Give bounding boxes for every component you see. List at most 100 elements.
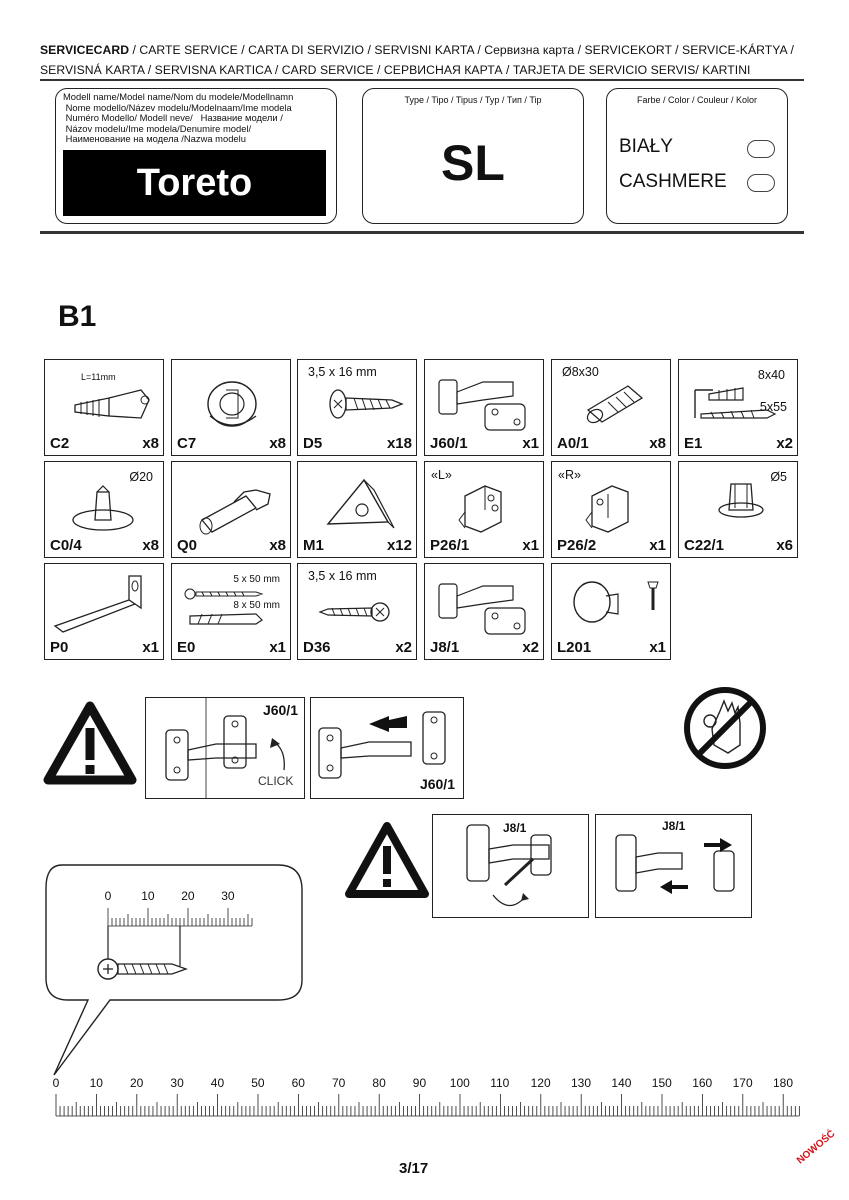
- part-quantity: x8: [142, 435, 159, 452]
- callout-ruler: [107, 908, 253, 927]
- part-quantity: x1: [142, 639, 159, 656]
- part-quantity: x1: [649, 639, 666, 656]
- callout-ruler-label: 30: [221, 889, 235, 903]
- warning-triangle-icon: [43, 701, 137, 785]
- part-spec-secondary: 8 x 50 mm: [233, 600, 280, 611]
- washer-screw-icon: [318, 602, 390, 622]
- callout-ruler-label: 20: [181, 889, 195, 903]
- bumper-icon: [718, 483, 764, 518]
- part-spec: 3,5 x 16 mm: [308, 569, 377, 583]
- part-code: P0: [50, 639, 69, 656]
- part-spec: «L»: [431, 468, 452, 482]
- hinge-screwdriver-icon: [466, 824, 552, 907]
- main-ruler-label: 130: [571, 1076, 592, 1090]
- click-text: CLICK: [258, 774, 294, 788]
- part-cell-j60-1: J60/1 x1: [424, 359, 544, 456]
- header-servicecard-bold: SERVICECARD: [40, 43, 130, 57]
- j8-slide-label: J8/1: [662, 819, 686, 833]
- part-quantity: x1: [522, 537, 539, 554]
- part-code: L201: [557, 639, 592, 656]
- color-option-bialy: BIAŁY: [619, 136, 673, 157]
- header-rule-top: [40, 79, 804, 81]
- hanger-right-icon: [585, 485, 629, 533]
- part-code: C7: [177, 435, 197, 452]
- header-rule-bottom: [40, 231, 804, 234]
- main-ruler-label: 40: [210, 1076, 225, 1090]
- part-code: E0: [177, 639, 196, 656]
- color-option-cashmere: CASHMERE: [619, 171, 727, 192]
- part-quantity: x1: [649, 537, 666, 554]
- screw-icon: [329, 389, 404, 419]
- model-name-value: Toreto: [63, 150, 326, 216]
- main-ruler-label: 30: [170, 1076, 184, 1090]
- part-spec: 3,5 x 16 mm: [308, 365, 377, 379]
- screw-measure-icon: [97, 926, 188, 980]
- main-ruler-label: 110: [490, 1076, 510, 1090]
- part-code: P26/1: [430, 537, 470, 554]
- part-spec: Ø20: [129, 470, 153, 484]
- furniture-foot-icon: [72, 485, 134, 531]
- color-label: Farbe / Color / Couleur / Kolor: [636, 95, 758, 105]
- part-spec: 5 x 50 mm: [233, 574, 280, 585]
- part-quantity: x1: [522, 435, 539, 452]
- main-ruler-label: 120: [530, 1076, 551, 1090]
- part-quantity: x6: [776, 537, 793, 554]
- header-line2: SERVISNÁ KARTA / SERVISNA KARTICA / CARD…: [40, 63, 751, 77]
- j60-slide-panel: J60/1: [310, 697, 464, 799]
- main-ruler-label: 20: [130, 1076, 144, 1090]
- servicecard-header: SERVICECARD / CARTE SERVICE / CARTA DI S…: [40, 40, 820, 80]
- part-code: J60/1: [430, 435, 468, 452]
- new-stamp: NOWOŚĆ: [795, 1128, 838, 1167]
- cam-bolt-icon: [74, 389, 150, 419]
- color-checkbox-bialy[interactable]: [747, 140, 775, 158]
- hinge-detach-icon: [615, 834, 735, 894]
- part-code: A0/1: [557, 435, 589, 452]
- main-ruler-label: 150: [651, 1076, 672, 1090]
- knob-icon: [573, 581, 659, 623]
- part-code: C22/1: [684, 537, 725, 554]
- part-quantity: x2: [522, 639, 539, 656]
- part-quantity: x8: [142, 537, 159, 554]
- model-name-label: Modell name/Model name/Nom du modele/Mod…: [63, 91, 294, 145]
- part-code: P26/2: [557, 537, 597, 554]
- dowel-icon: [586, 385, 644, 424]
- corner-block-icon: [326, 478, 395, 529]
- hanger-left-icon: [458, 485, 502, 533]
- main-ruler-label: 100: [449, 1076, 470, 1090]
- model-name-box: Modell name/Model name/Nom du modele/Mod…: [55, 88, 337, 224]
- main-ruler-label: 70: [332, 1076, 346, 1090]
- part-spec: 8x40: [757, 368, 785, 382]
- part-spec: L=11mm: [81, 372, 116, 382]
- type-value: SL: [441, 135, 505, 191]
- main-ruler-label: 180: [773, 1076, 794, 1090]
- part-cell-c7: C7 x8: [171, 359, 291, 456]
- color-checkbox-cashmere[interactable]: [747, 174, 775, 192]
- part-spec: «R»: [558, 468, 581, 482]
- type-label: Type / Tipo / Tipus / Typ / Тип / Tip: [404, 95, 542, 105]
- part-cell-p0: P0 x1: [44, 563, 164, 660]
- part-quantity: x12: [386, 537, 412, 554]
- j8-slide-panel: J8/1: [595, 814, 752, 918]
- j60-click-panel: J60/1 CLICK: [145, 697, 305, 799]
- cam-lock-icon: [207, 381, 257, 427]
- part-spec: Ø8x30: [562, 365, 599, 379]
- part-quantity: x8: [269, 435, 286, 452]
- part-quantity: x2: [776, 435, 793, 452]
- shelf-pin-icon: [199, 489, 271, 535]
- j8-adjust-panel: J8/1: [432, 814, 589, 918]
- main-ruler-label: 160: [692, 1076, 713, 1090]
- part-quantity: x8: [269, 537, 286, 554]
- bracket-icon: [53, 575, 142, 633]
- part-quantity: x2: [395, 639, 412, 656]
- main-ruler: [55, 1094, 800, 1117]
- main-ruler-label: 60: [291, 1076, 305, 1090]
- color-box: Farbe / Color / Couleur / Kolor BIAŁY CA…: [606, 88, 788, 224]
- callout-ruler-label: 0: [104, 889, 112, 903]
